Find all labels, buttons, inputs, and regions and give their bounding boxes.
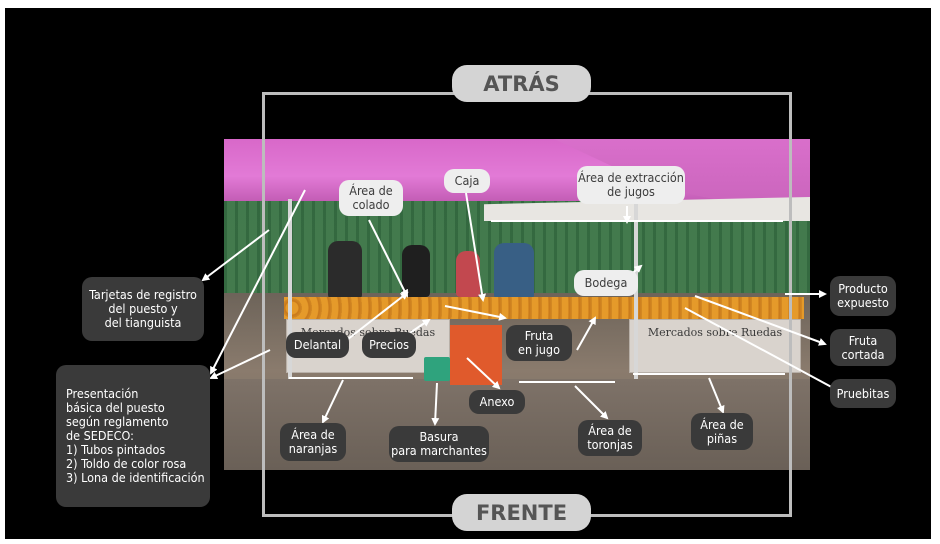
front-label: FRENTE	[452, 494, 591, 531]
label-fruta-cortada: Fruta cortada	[830, 329, 896, 366]
label-tarjetas: Tarjetas de registro del puesto y del ti…	[82, 277, 204, 341]
fruit-display	[284, 297, 804, 319]
label-area-naranjas: Área de naranjas	[280, 423, 346, 461]
label-bodega: Bodega	[574, 270, 638, 296]
green-bucket	[424, 357, 450, 381]
label-delantal: Delantal	[286, 332, 349, 358]
label-area-pinas: Área de piñas	[691, 413, 753, 450]
label-pruebitas: Pruebitas	[830, 379, 896, 408]
vendor-figure	[494, 243, 534, 299]
label-colado: Área de colado	[339, 180, 403, 216]
label-area-toronjas: Área de toronjas	[578, 420, 642, 456]
label-basura: Basura para marchantes	[389, 426, 489, 462]
label-producto-expuesto: Producto expuesto	[830, 276, 896, 316]
vendor-figure	[328, 241, 362, 299]
diagram-stage: Mercados sobre Ruedas Mercados sobre Rue…	[5, 8, 931, 539]
label-extraccion: Área de extracción de jugos	[577, 166, 685, 204]
label-anexo: Anexo	[469, 390, 525, 414]
label-caja: Caja	[444, 169, 490, 193]
back-label: ATRÁS	[452, 65, 591, 102]
label-fruta-en-jugo: Fruta en jugo	[506, 325, 572, 361]
label-precios: Precios	[362, 332, 416, 358]
label-presentacion: Presentación básica del puesto según reg…	[56, 365, 210, 507]
